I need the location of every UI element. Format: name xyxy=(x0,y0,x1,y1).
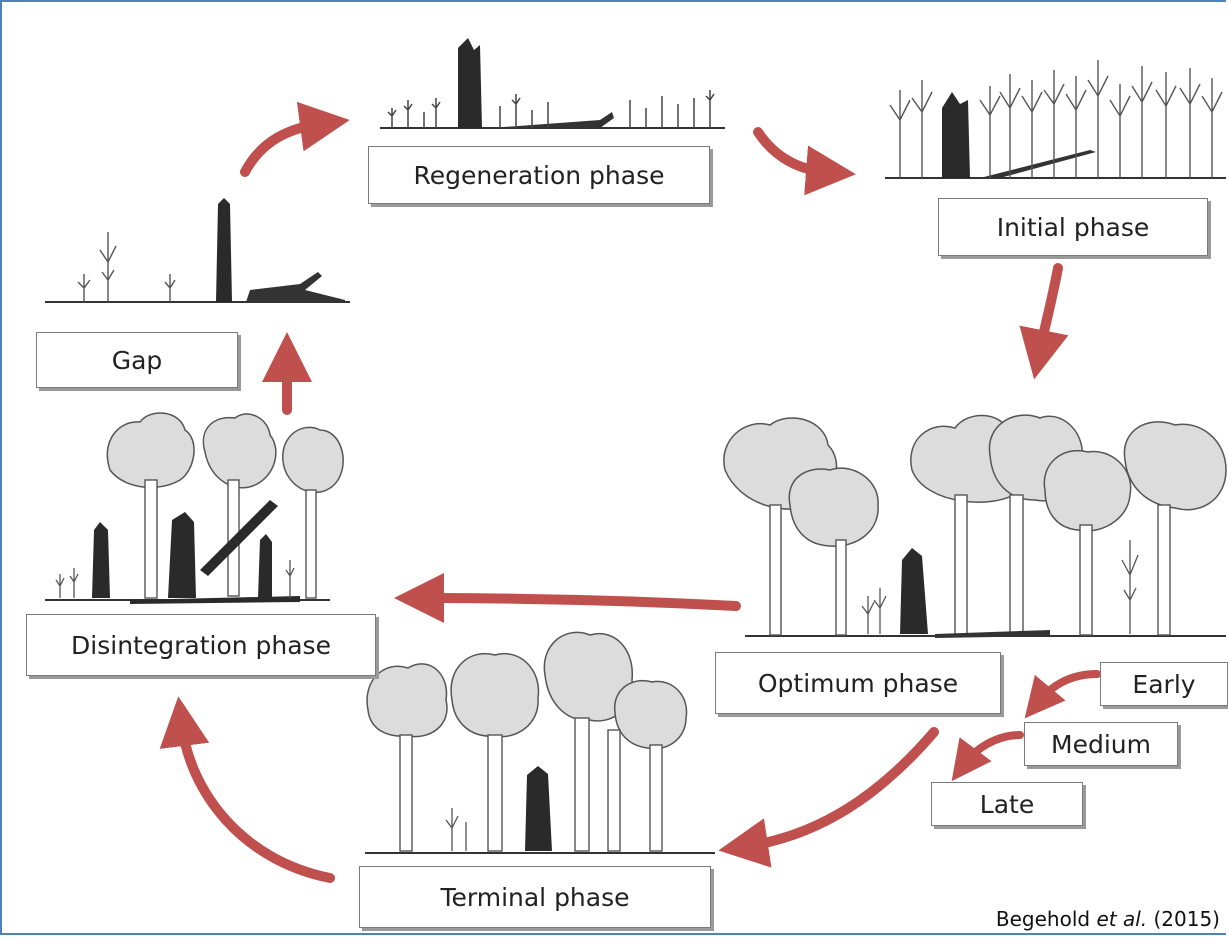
initial-illustration xyxy=(885,60,1226,179)
terminal-illustration xyxy=(365,631,715,854)
arrow-terminal-to-disintegration xyxy=(159,696,335,883)
arrow-gap-to-regeneration xyxy=(240,101,350,177)
late-stage-label: Late xyxy=(931,782,1083,826)
optimum-illustration xyxy=(723,414,1227,638)
citation-author: Begehold xyxy=(995,907,1097,931)
arrow-medium-to-late xyxy=(951,731,1024,782)
arrow-initial-to-optimum xyxy=(1019,263,1069,380)
arrow-optimum-to-terminal xyxy=(718,727,939,868)
initial-phase-label: Initial phase xyxy=(938,198,1208,256)
arrow-optimum-to-disintegration xyxy=(394,573,741,624)
citation-etal: et al. xyxy=(1096,907,1148,931)
cycle-arrows xyxy=(159,101,1101,883)
citation-year: (2015) xyxy=(1147,907,1220,931)
terminal-phase-label: Terminal phase xyxy=(359,866,711,928)
disintegration-phase-label: Disintegration phase xyxy=(26,614,376,676)
arrow-regeneration-to-initial xyxy=(753,127,856,196)
regeneration-illustration xyxy=(380,38,725,129)
optimum-phase-label: Optimum phase xyxy=(715,652,1001,714)
citation: Begehold et al. (2015) xyxy=(996,907,1220,931)
arrow-early-to-medium xyxy=(1024,670,1101,719)
medium-stage-label: Medium xyxy=(1024,722,1178,766)
gap-illustration xyxy=(45,198,350,303)
early-stage-label: Early xyxy=(1100,662,1228,706)
gap-label: Gap xyxy=(36,332,238,388)
disintegration-illustration xyxy=(45,412,344,604)
regeneration-phase-label: Regeneration phase xyxy=(368,146,710,204)
